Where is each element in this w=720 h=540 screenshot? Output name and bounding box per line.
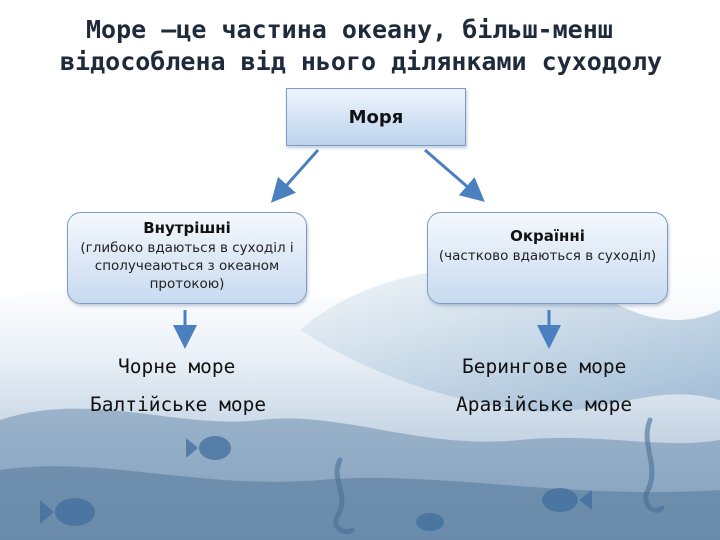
- inner-seas-node: Внутрішні (глибоко вдаються в суходіл і …: [67, 212, 307, 304]
- arrow-root-to-inner: [271, 149, 320, 203]
- seas-root-node: Моря: [286, 88, 466, 146]
- title-line-1: Море –це частина океану, більш-менш: [86, 15, 613, 44]
- inner-example-2: Балтійське море: [90, 393, 267, 416]
- slide-title: Море –це частина океану, більш-менш відо…: [60, 14, 720, 78]
- inner-example-1: Чорне море: [118, 355, 236, 378]
- title-line-2: відособлена від нього ділянками суходолу: [60, 47, 663, 76]
- inner-seas-heading: Внутрішні: [143, 219, 231, 237]
- arrow-root-to-marginal: [424, 148, 485, 202]
- marginal-seas-heading: Окраїнні: [510, 227, 585, 245]
- marginal-seas-description: (частково вдаються в суходіл): [438, 248, 657, 264]
- marginal-seas-node: Окраїнні (частково вдаються в суходіл): [427, 212, 668, 304]
- marginal-example-2: Аравійське море: [456, 393, 633, 416]
- inner-seas-description: (глибоко вдаються в суходіл і сполучеают…: [80, 240, 294, 292]
- marginal-example-1: Берингове море: [462, 355, 627, 378]
- seas-root-label: Моря: [348, 107, 404, 128]
